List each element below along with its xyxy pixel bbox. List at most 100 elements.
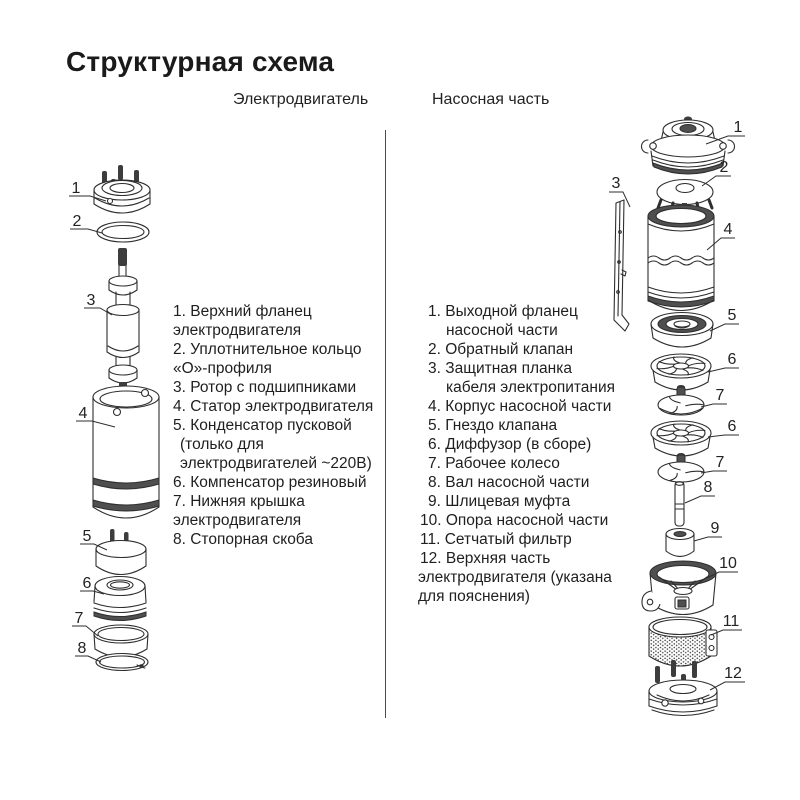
pump-coupling-drawing — [665, 527, 695, 558]
callout-number: 6 — [728, 418, 737, 435]
callout-leader — [700, 403, 727, 408]
callout-number: 5 — [83, 528, 92, 545]
list-line: 8. Стопорная скоба — [173, 531, 313, 548]
pump-output-flange-drawing — [640, 116, 736, 175]
callout-leader — [706, 237, 735, 251]
pump-motor-top-drawing — [648, 660, 718, 716]
motor-capacitor-drawing — [95, 529, 147, 576]
pump-support-drawing — [641, 560, 717, 615]
motor-top-flange-drawing — [93, 165, 151, 214]
pump-cable-guard-drawing — [613, 199, 630, 332]
list-line: 3. Защитная планка — [428, 360, 572, 377]
list-line: кабеля электропитания — [446, 379, 616, 396]
callout-number: 8 — [78, 640, 87, 657]
list-line: 6. Компенсатор резиновый — [173, 474, 367, 491]
column-header-pump: Насосная часть — [432, 91, 550, 108]
callout-leader — [72, 625, 99, 637]
list-line: насосной части — [446, 322, 558, 339]
pump-shaft-drawing — [674, 481, 685, 527]
pump-diffuser-drawing — [650, 353, 712, 391]
callout-number: 4 — [79, 405, 88, 422]
callout-leader — [84, 307, 113, 316]
list-line: 6. Диффузор (в сборе) — [428, 436, 592, 453]
callout-number: 12 — [724, 665, 742, 682]
list-line: 10. Опора насосной части — [420, 512, 609, 529]
list-line: 4. Корпус насосной части — [428, 398, 612, 415]
callout-number: 11 — [723, 613, 740, 630]
callout-number: 4 — [724, 221, 733, 238]
page-title: Структурная схема — [66, 46, 335, 77]
callout-leader — [707, 434, 739, 438]
callout-number: 9 — [711, 520, 720, 537]
callout-leader — [76, 420, 116, 428]
callout-leader — [80, 590, 105, 595]
column-header-motor: Электродвигатель — [233, 91, 369, 108]
list-line: электродвигателей ~220В) — [180, 455, 372, 472]
list-line: 11. Сетчатый фильтр — [420, 531, 572, 548]
list-line: 1. Выходной фланец — [428, 303, 578, 320]
list-line: для пояснения) — [418, 588, 530, 605]
pump-callouts: 1 2 3 4 5 6 7 6 7 8 9 10 11 12 — [609, 119, 745, 691]
callout-leader — [609, 191, 631, 208]
list-line: 5. Конденсатор пусковой — [173, 417, 352, 434]
callout-number: 1 — [72, 180, 81, 197]
list-line: 4. Статор электродвигателя — [173, 398, 374, 415]
motor-callouts: 1 2 3 4 5 6 7 8 — [69, 180, 116, 663]
motor-compensator-drawing — [93, 575, 147, 621]
list-line: 9. Шлицевая муфта — [428, 493, 571, 510]
callout-leader — [709, 323, 739, 332]
motor-retaining-clip-drawing — [95, 652, 149, 672]
callout-number: 5 — [728, 307, 737, 324]
callout-leader — [69, 195, 107, 202]
callout-leader — [684, 495, 715, 504]
list-line: 8. Вал насосной части — [428, 474, 590, 491]
list-line: электродвигателя — [173, 512, 302, 529]
list-line: 3. Ротор с подшипниками — [173, 379, 357, 396]
pump-diffuser-drawing — [650, 420, 712, 457]
callout-number: 2 — [720, 159, 729, 176]
callout-leader — [80, 543, 108, 551]
list-line: 7. Рабочее колесо — [428, 455, 560, 472]
callout-number: 10 — [719, 555, 737, 572]
list-line: (только для — [180, 436, 264, 453]
list-line: 5. Гнездо клапана — [428, 417, 558, 434]
list-line: 2. Уплотнительное кольцо — [173, 341, 362, 358]
motor-lower-cap-drawing — [93, 624, 149, 658]
motor-parts-list: 1. Верхний фланец электродвигателя 2. Упло… — [173, 302, 373, 549]
callout-number: 2 — [73, 213, 82, 230]
callout-leader — [700, 470, 727, 474]
pump-check-valve-drawing — [656, 178, 714, 216]
list-line: электродвигателя (указана — [418, 569, 612, 586]
pump-impeller-drawing — [657, 385, 705, 416]
motor-rotor-drawing — [106, 248, 140, 388]
callout-number: 3 — [612, 175, 621, 192]
callout-leader — [709, 681, 745, 691]
callout-number: 7 — [75, 610, 84, 627]
callout-leader — [706, 571, 738, 579]
callout-leader — [70, 228, 103, 234]
callout-number: 7 — [716, 387, 725, 404]
callout-number: 6 — [83, 575, 92, 592]
callout-number: 7 — [716, 454, 725, 471]
pump-impeller-drawing — [657, 453, 705, 483]
motor-exploded-diagram: 1 2 3 4 5 6 7 8 — [69, 165, 160, 672]
callout-leader — [693, 536, 722, 542]
motor-o-ring-drawing — [96, 221, 150, 243]
callout-leader — [710, 629, 742, 636]
motor-stator-drawing — [92, 385, 160, 519]
list-line: «О»-профиля — [173, 360, 272, 377]
callout-leader — [701, 175, 731, 187]
pump-valve-seat-drawing — [650, 311, 714, 348]
callout-number: 8 — [704, 479, 713, 496]
pump-mesh-filter-drawing — [648, 616, 718, 667]
list-line: 1. Верхний фланец — [173, 303, 312, 320]
pump-exploded-diagram: 1 2 3 4 5 6 7 6 7 8 9 10 11 12 — [609, 116, 745, 716]
pump-body-drawing — [647, 204, 715, 311]
callout-leader — [707, 367, 739, 373]
callout-number: 3 — [87, 292, 96, 309]
callout-leader — [705, 135, 745, 145]
list-line: 12. Верхняя часть — [420, 550, 551, 567]
callout-number: 6 — [728, 351, 737, 368]
